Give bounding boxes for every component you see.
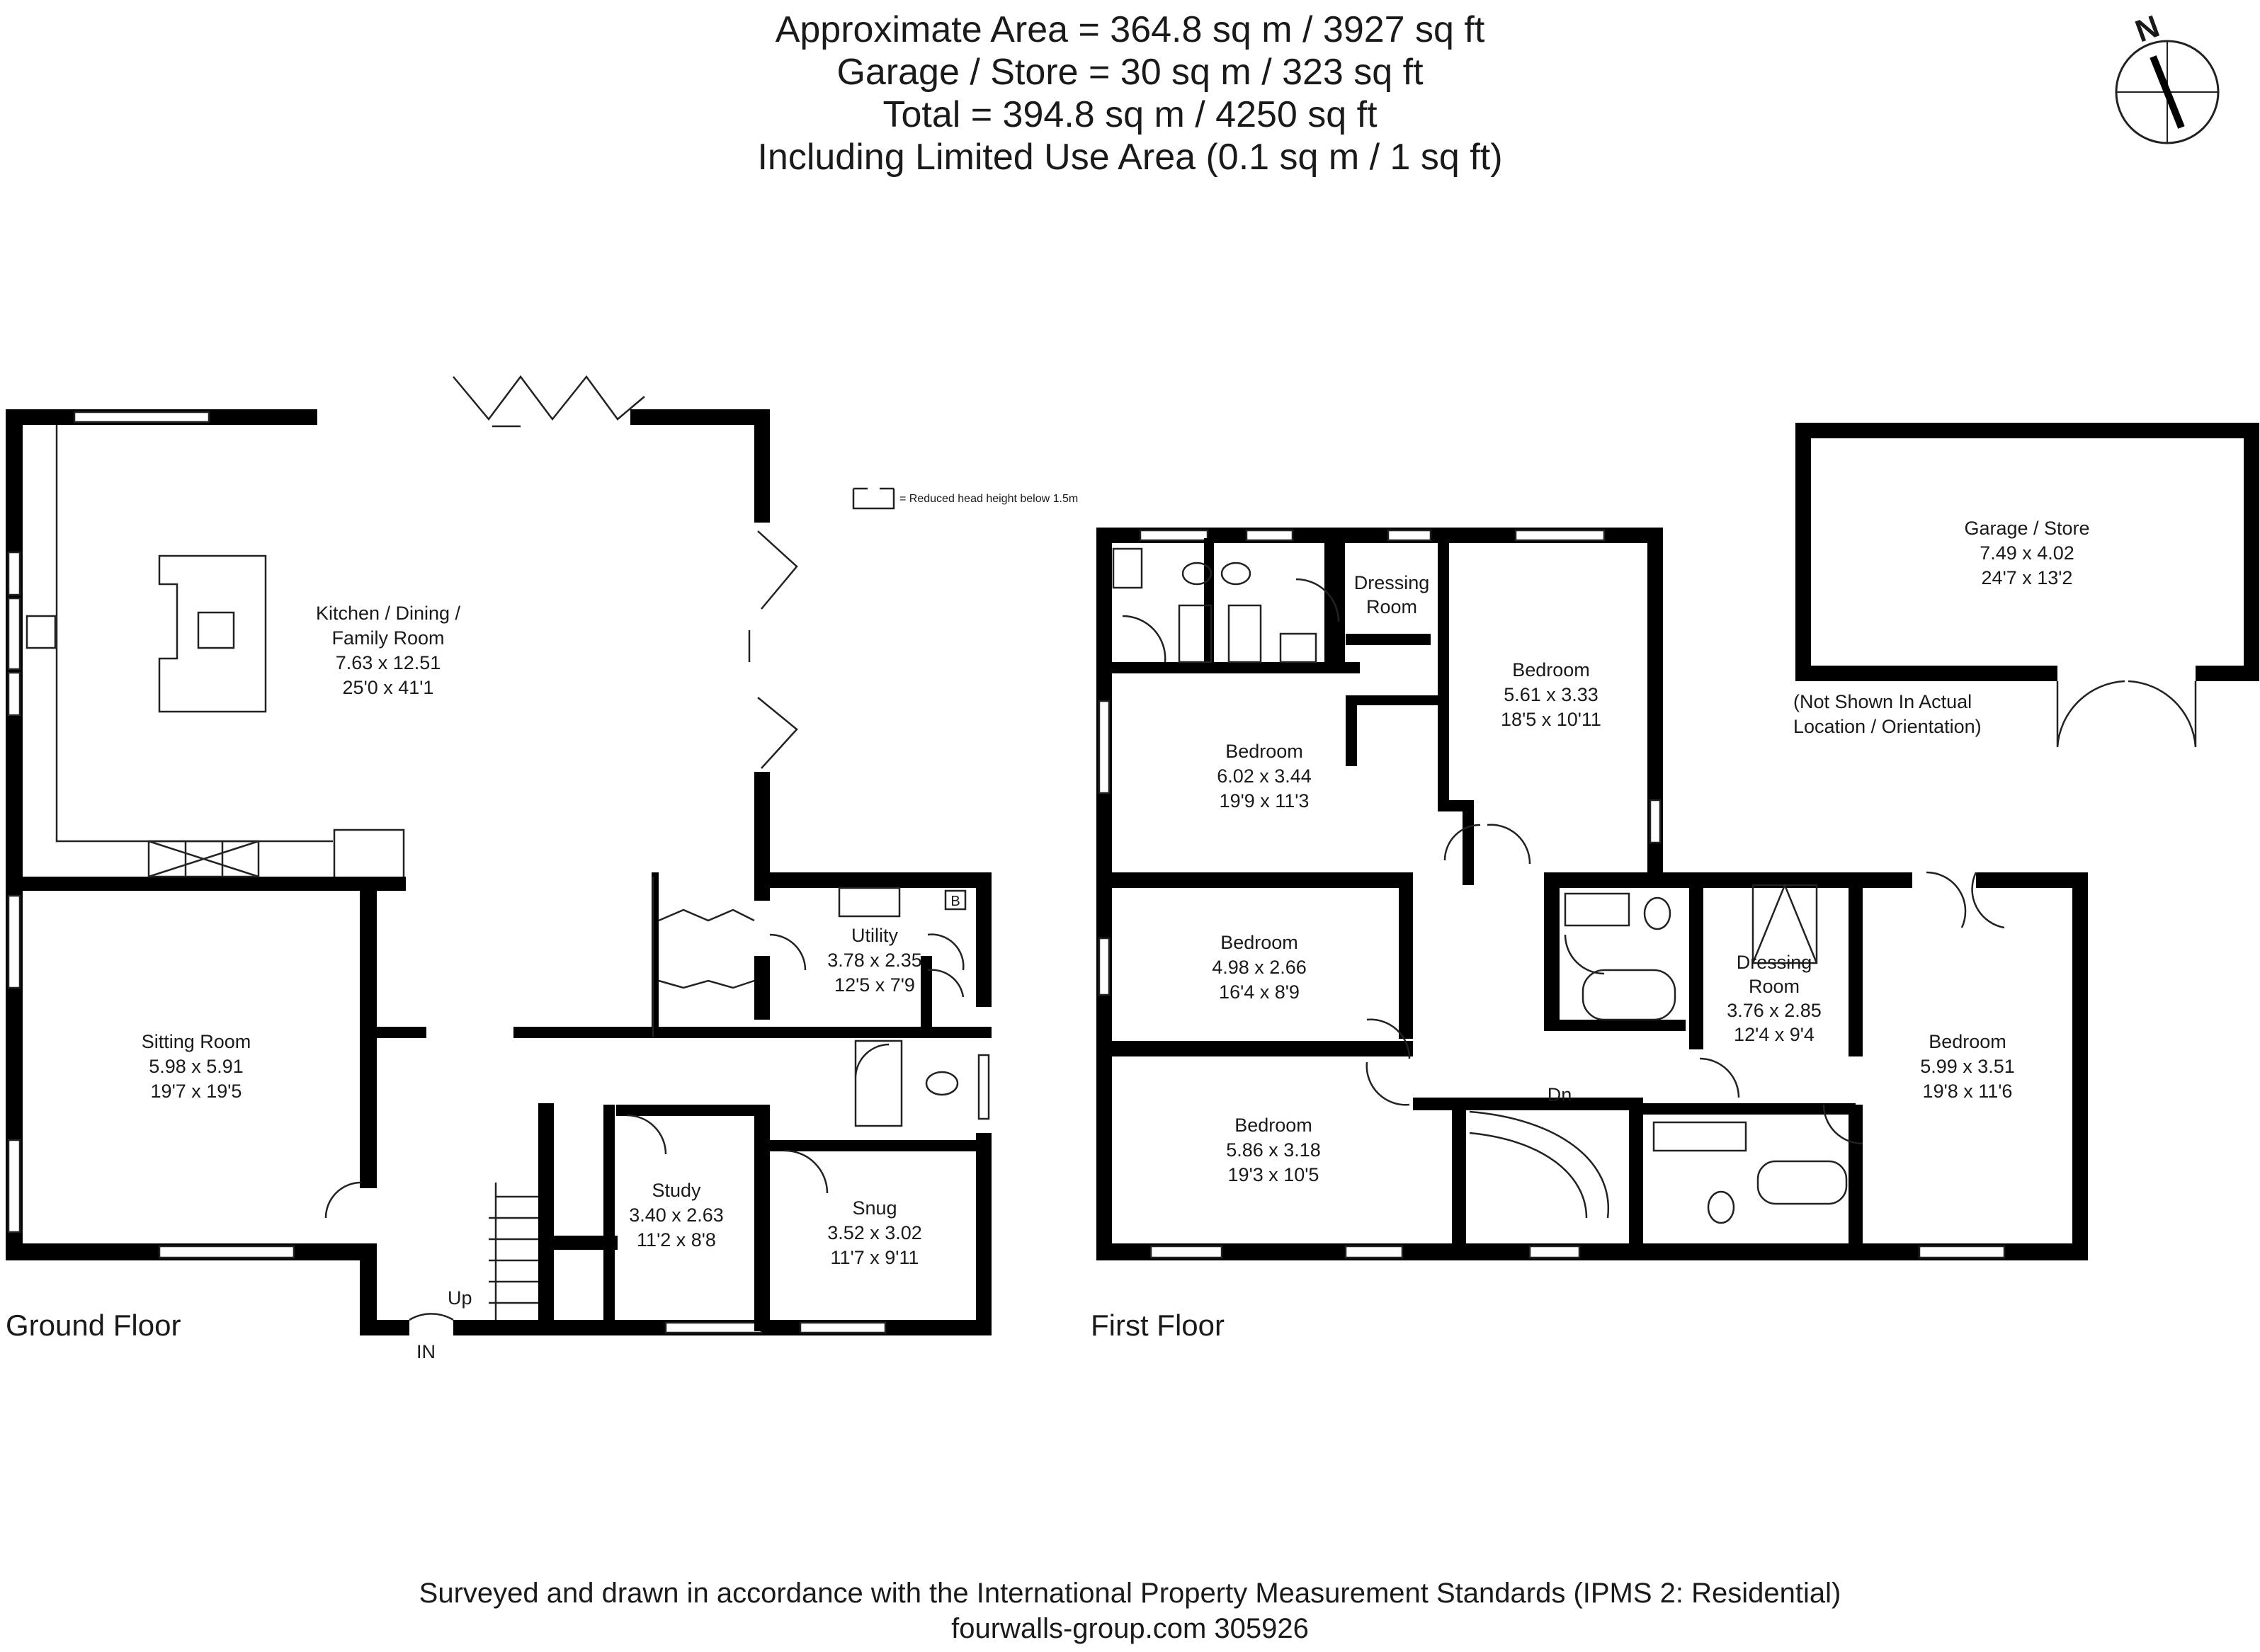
utility-metric: 3.78 x 2.35 (827, 950, 922, 971)
sitting-name: Sitting Room (142, 1031, 251, 1052)
bedroom-a-name: Bedroom (1225, 741, 1303, 762)
dressing-room-2-metric: 3.76 x 2.85 (1727, 1000, 1822, 1021)
utility-name: Utility (851, 925, 898, 946)
area-line-1: Approximate Area = 364.8 sq m / 3927 sq … (775, 9, 1485, 50)
first-floor-plan (1096, 528, 2088, 1260)
svg-text:B: B (950, 894, 960, 909)
first-room-labels: Dressing Room Bedroom 6.02 x 3.44 19'9 x… (1212, 572, 2015, 1185)
dressing-room-1-name-1: Dressing (1354, 572, 1430, 593)
garage-name: Garage / Store (1964, 518, 2089, 539)
kitchen-imperial: 25'0 x 41'1 (343, 677, 434, 698)
bedroom-c-name: Bedroom (1220, 932, 1298, 953)
legend-text: = Reduced head height below 1.5m (899, 493, 1078, 505)
garage-imperial: 24'7 x 13'2 (1982, 567, 2073, 588)
footer-line-1: Surveyed and drawn in accordance with th… (419, 1578, 1841, 1609)
snug-metric: 3.52 x 3.02 (827, 1222, 922, 1243)
dressing-room-1-name-2: Room (1366, 596, 1417, 617)
kitchen-metric: 7.63 x 12.51 (336, 652, 441, 673)
bedroom-b-imperial: 18'5 x 10'11 (1501, 709, 1601, 730)
bedroom-e-metric: 5.99 x 3.51 (1920, 1056, 2015, 1077)
garage-plan: Garage / Store 7.49 x 4.02 24'7 x 13'2 (… (1793, 423, 2259, 748)
study-name: Study (652, 1180, 701, 1201)
dressing-room-2-name-1: Dressing (1737, 952, 1812, 973)
north-compass-icon: N (2115, 8, 2220, 144)
garage-note-2: Location / Orientation) (1793, 716, 1982, 737)
bedroom-b-name: Bedroom (1512, 659, 1590, 680)
ground-floor-label: Ground Floor (6, 1309, 181, 1342)
compass-north-label: N (2131, 8, 2164, 49)
area-line-2: Garage / Store = 30 sq m / 323 sq ft (836, 52, 1424, 93)
study-imperial: 11'2 x 8'8 (637, 1229, 716, 1251)
bedroom-e-imperial: 19'8 x 11'6 (1923, 1081, 2013, 1102)
kitchen-name-1: Kitchen / Dining / (316, 603, 461, 624)
stairs-down-label: Dn (1548, 1084, 1572, 1105)
garage-metric: 7.49 x 4.02 (1980, 542, 2074, 564)
footer-line-2: fourwalls-group.com 305926 (951, 1613, 1309, 1644)
area-line-3: Total = 394.8 sq m / 4250 sq ft (882, 94, 1378, 135)
bedroom-e-name: Bedroom (1929, 1031, 2006, 1052)
entrance-label: IN (416, 1341, 436, 1362)
stairs-up-label: Up (448, 1287, 472, 1309)
bedroom-c-metric: 4.98 x 2.66 (1212, 957, 1307, 978)
bedroom-d-metric: 5.86 x 3.18 (1226, 1139, 1321, 1161)
legend: = Reduced head height below 1.5m (852, 487, 1078, 510)
bedroom-d-imperial: 19'3 x 10'5 (1228, 1164, 1319, 1185)
first-floor-label: First Floor (1091, 1309, 1225, 1342)
sitting-metric: 5.98 x 5.91 (149, 1056, 244, 1077)
ground-room-labels: Kitchen / Dining / Family Room 7.63 x 12… (142, 603, 922, 1362)
dressing-room-2-imperial: 12'4 x 9'4 (1734, 1024, 1815, 1045)
ground-floor-plan: B (6, 375, 992, 1335)
bedroom-a-imperial: 19'9 x 11'3 (1220, 790, 1310, 811)
snug-imperial: 11'7 x 9'11 (831, 1247, 919, 1268)
bedroom-c-imperial: 16'4 x 8'9 (1219, 981, 1300, 1003)
garage-note-1: (Not Shown In Actual (1793, 691, 1972, 712)
utility-imperial: 12'5 x 7'9 (834, 974, 915, 996)
study-metric: 3.40 x 2.63 (629, 1204, 724, 1226)
area-line-4: Including Limited Use Area (0.1 sq m / 1… (757, 137, 1503, 178)
dressing-room-2-name-2: Room (1749, 976, 1800, 997)
bedroom-a-metric: 6.02 x 3.44 (1217, 765, 1312, 787)
sitting-imperial: 19'7 x 19'5 (151, 1081, 242, 1102)
bedroom-b-metric: 5.61 x 3.33 (1504, 684, 1599, 705)
snug-name: Snug (852, 1197, 897, 1219)
kitchen-name-2: Family Room (331, 627, 444, 649)
bedroom-d-name: Bedroom (1234, 1115, 1312, 1136)
